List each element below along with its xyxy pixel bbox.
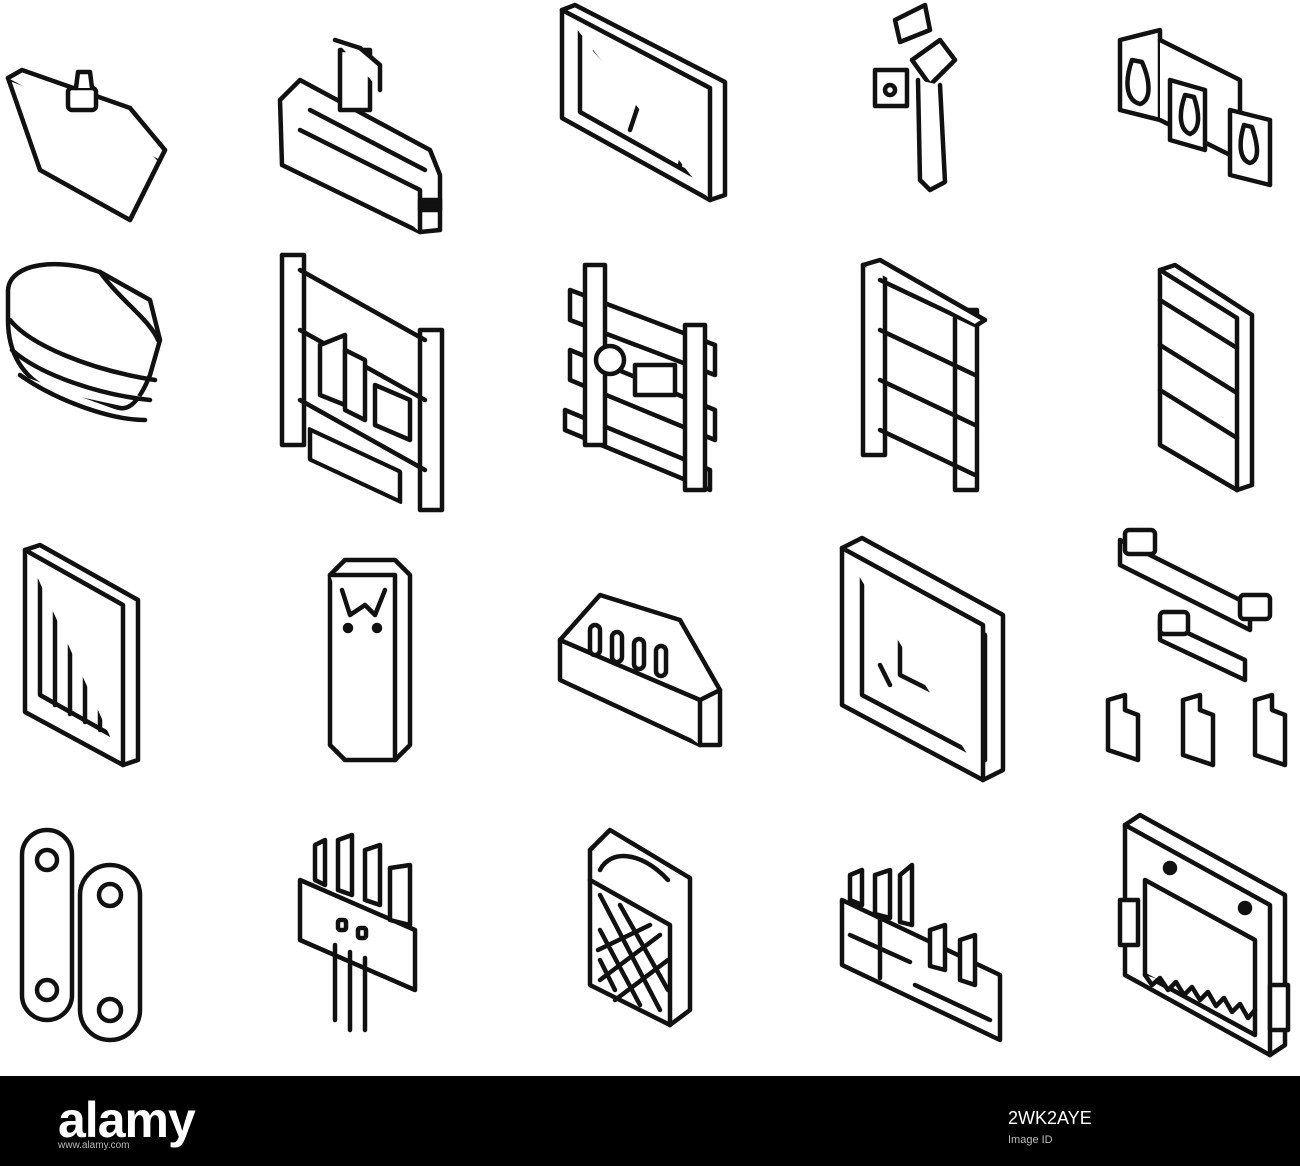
square-tile-icon bbox=[839, 535, 1006, 783]
wall-radiator-icon bbox=[277, 37, 443, 235]
bookshelf-icon bbox=[279, 252, 445, 513]
panel-door-icon bbox=[1157, 262, 1255, 493]
mesh-basket-icon bbox=[587, 827, 693, 1028]
calendar-board-icon bbox=[1117, 812, 1291, 1058]
image-id-label: Image ID bbox=[1008, 1134, 1053, 1146]
tall-cabinet-icon bbox=[327, 557, 413, 763]
window-frame-icon bbox=[559, 2, 728, 203]
slotted-block-icon bbox=[557, 592, 723, 748]
lamp-boxes-icon bbox=[1117, 27, 1273, 188]
stacked-cushions-icon bbox=[5, 261, 163, 423]
ladder-shelf-icon bbox=[860, 257, 988, 493]
footer-bar: alamy www.alamy.com 2WK2AYE Image ID bbox=[0, 1076, 1300, 1166]
grille-frame-icon bbox=[22, 542, 141, 768]
wrench-tool-icon bbox=[872, 2, 958, 193]
drying-rack-icon bbox=[562, 262, 718, 493]
tool-holder-icon bbox=[297, 832, 418, 1033]
bathtub-icon bbox=[5, 67, 168, 223]
clips-icon bbox=[1105, 527, 1288, 768]
image-id: 2WK2AYE bbox=[1008, 1108, 1092, 1128]
tool-box-icon bbox=[839, 862, 1003, 1043]
chain-links-icon bbox=[19, 827, 143, 1043]
brand-url: www.alamy.com bbox=[58, 1140, 130, 1151]
brand-logo[interactable]: alamy bbox=[58, 1092, 196, 1148]
icon-set-artwork bbox=[5, 2, 1291, 1058]
